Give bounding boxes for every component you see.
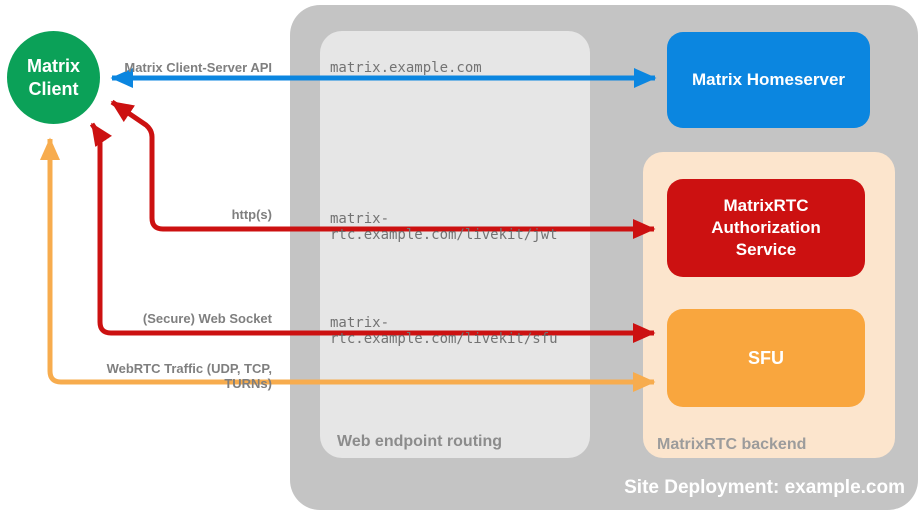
websocket-label: (Secure) Web Socket <box>142 311 272 326</box>
sfu-node: SFU <box>667 309 865 407</box>
web-endpoint-routing-caption: Web endpoint routing <box>337 433 503 450</box>
endpoint-livekit-jwt: matrix-rtc.example.com/livekit/jwt <box>330 211 558 243</box>
sfu-label: SFU <box>748 347 784 368</box>
https-label: http(s) <box>231 207 272 222</box>
site-deployment-caption: Site Deployment: example.com <box>624 477 905 498</box>
endpoint-matrix: matrix.example.com <box>330 60 482 76</box>
endpoint-livekit-sfu: matrix-rtc.example.com/livekit/sfu <box>330 315 558 347</box>
webrtc-traffic-label: WebRTC Traffic (UDP, TCP, TURNs) <box>106 361 272 391</box>
matrixrtc-backend-caption: MatrixRTC backend <box>657 436 807 453</box>
matrixrtc-authorization-service-label: MatrixRTC Authorization Service <box>711 195 821 260</box>
matrix-homeserver-label: Matrix Homeserver <box>691 70 846 89</box>
matrix-client-node: Matrix Client <box>7 31 100 124</box>
matrix-client-label: Matrix Client <box>26 56 80 99</box>
client-server-api-label: Matrix Client-Server API <box>124 60 272 75</box>
matrixrtc-authorization-service-node: MatrixRTC Authorization Service <box>667 179 865 277</box>
matrix-homeserver-node: Matrix Homeserver <box>667 32 870 128</box>
web-endpoint-routing-panel <box>320 31 590 458</box>
